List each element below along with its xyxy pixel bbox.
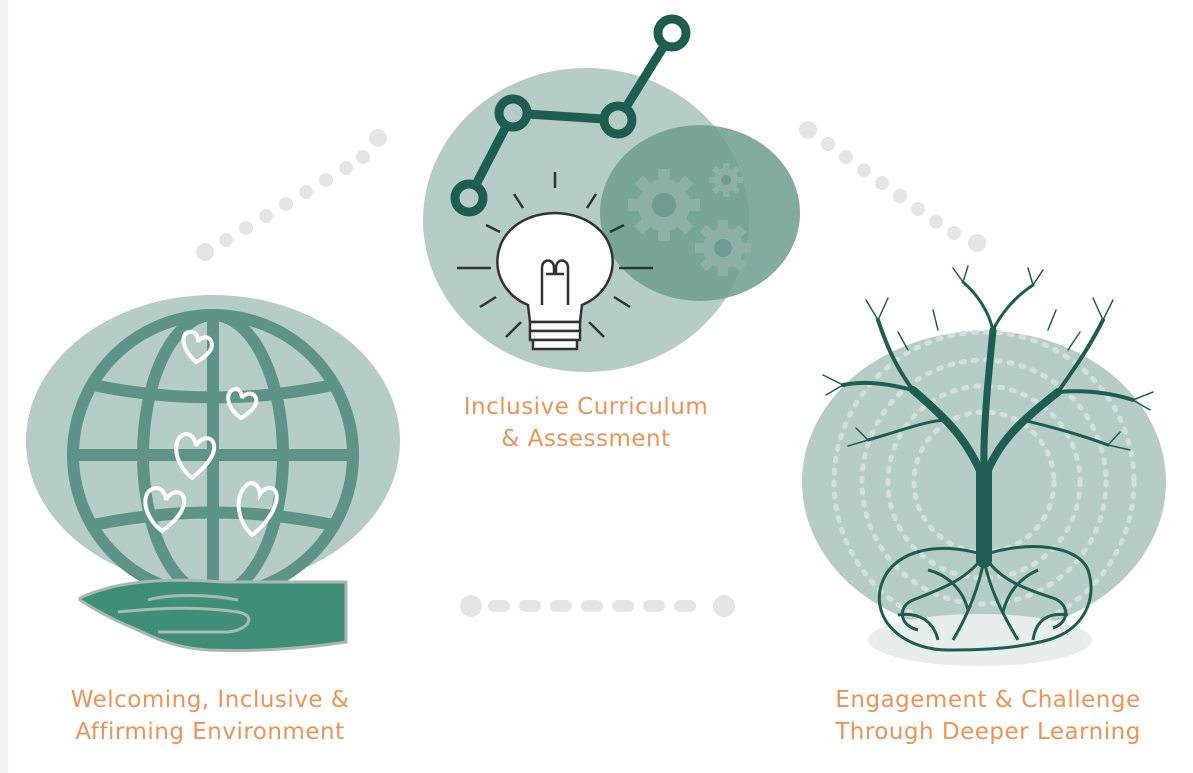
environment-illustration [26, 295, 400, 653]
engagement-caption-line1: Engagement & Challenge [835, 687, 1141, 713]
curriculum-caption-line1: Inclusive Curriculum [463, 394, 709, 420]
connector-left-dots [196, 129, 387, 261]
hand-icon [78, 578, 348, 653]
curriculum-caption: Inclusive Curriculum & Assessment [436, 391, 736, 455]
engagement-caption: Engagement & Challenge Through Deeper Le… [798, 684, 1178, 748]
tree-icon [822, 265, 1154, 568]
engagement-illustration [802, 265, 1166, 666]
line-chart-icon [450, 14, 691, 217]
curriculum-caption-line2: & Assessment [501, 426, 671, 452]
connector-bottom-dots [460, 595, 735, 617]
dot-pattern [831, 329, 1137, 635]
connector-right-dots [799, 121, 986, 252]
diagram-graphics [26, 14, 1166, 666]
environment-caption: Welcoming, Inclusive & Affirming Environ… [50, 684, 370, 748]
environment-caption-line1: Welcoming, Inclusive & [70, 687, 350, 713]
environment-caption-line2: Affirming Environment [75, 719, 345, 745]
engagement-caption-line2: Through Deeper Learning [835, 719, 1141, 745]
roots-icon [877, 545, 1093, 652]
curriculum-illustration [423, 14, 800, 372]
lightbulb-icon [457, 172, 653, 351]
hearts-icon [143, 329, 279, 538]
